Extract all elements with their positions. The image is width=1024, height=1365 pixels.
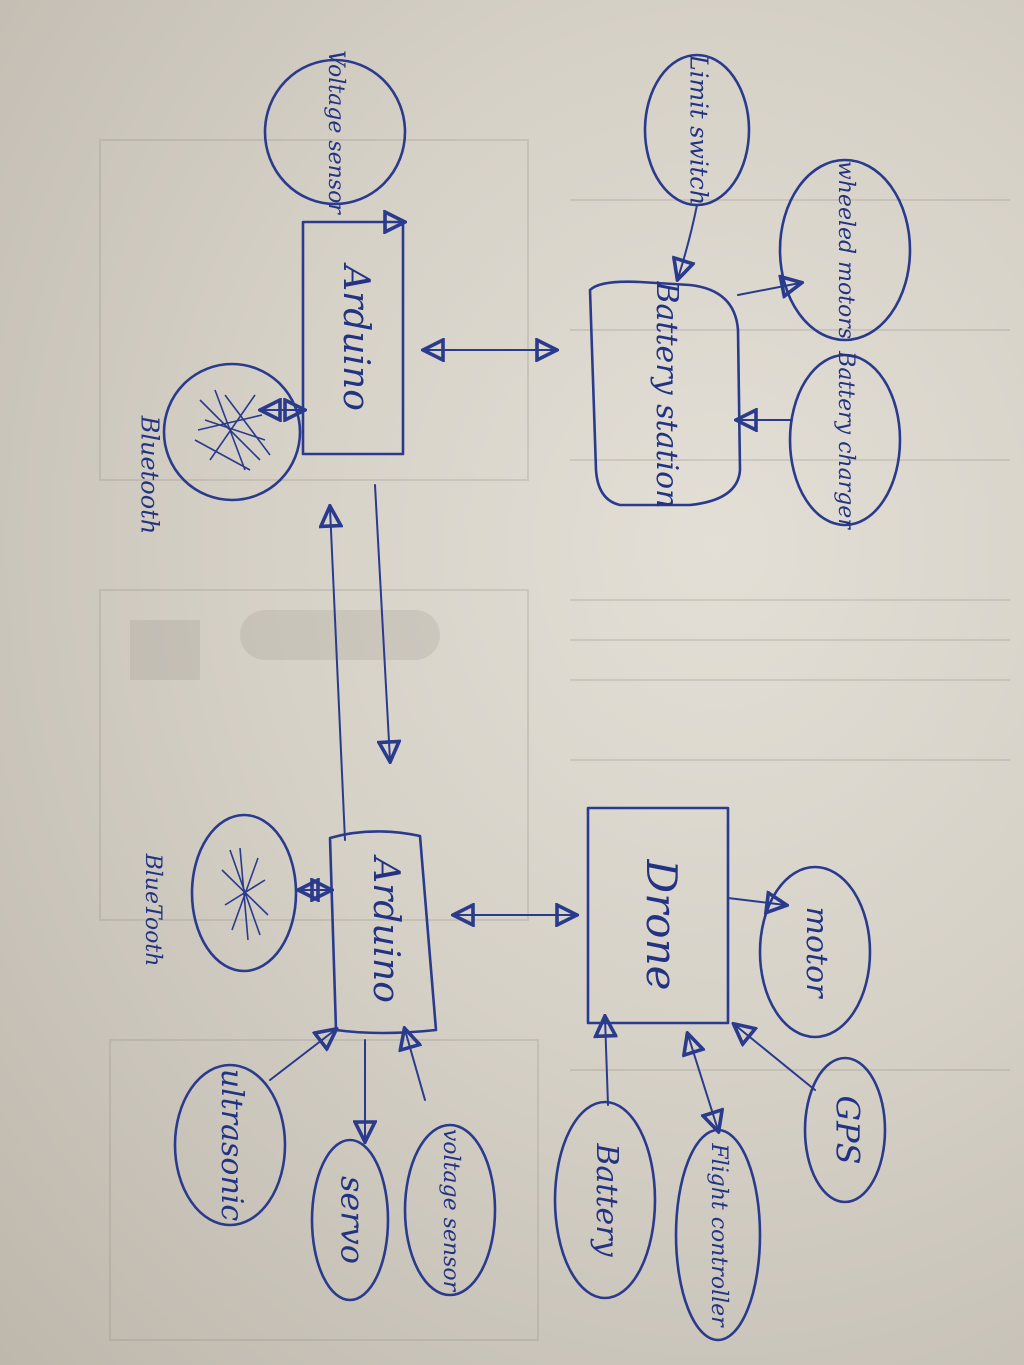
battery-station-label: Battery station bbox=[649, 281, 684, 509]
wheeled-motors-node: wheeled motors bbox=[778, 158, 912, 342]
motor-label: motor bbox=[799, 907, 834, 1000]
station-connections bbox=[262, 204, 800, 420]
station-arduino-label: Arduino bbox=[335, 262, 376, 411]
drone-arduino-node: Arduino bbox=[328, 830, 438, 1035]
flight-controller-node: Flight controller bbox=[674, 1128, 762, 1342]
gps-node: GPS bbox=[803, 1056, 887, 1204]
drone-connections bbox=[269, 890, 816, 1140]
voltage-sensor-node: Voltage sensor bbox=[263, 50, 407, 215]
battery-charger-node: Battery charger bbox=[788, 350, 902, 530]
station-bluetooth-label: Bluetooth bbox=[136, 415, 164, 535]
station-bluetooth-node: Bluetooth bbox=[136, 362, 302, 535]
motor-node: motor bbox=[758, 865, 872, 1039]
voltage-sensor-label: Voltage sensor bbox=[323, 50, 348, 215]
drone-voltage-sensor-node: voltage sensor bbox=[403, 1123, 497, 1297]
gps-label: GPS bbox=[829, 1095, 867, 1164]
drone-bluetooth-label: BlueTooth bbox=[140, 853, 165, 967]
limit-switch-label: Limit switch bbox=[685, 54, 713, 205]
wheeled-motors-label: wheeled motors bbox=[833, 161, 858, 339]
limit-switch-node: Limit switch bbox=[643, 53, 751, 207]
ultrasonic-label: ultrasonic bbox=[214, 1069, 249, 1222]
ultrasonic-node: ultrasonic bbox=[173, 1063, 287, 1227]
drone-voltage-sensor-label: voltage sensor bbox=[438, 1129, 463, 1293]
battery-charger-label: Battery charger bbox=[833, 350, 858, 530]
drone-battery-label: Battery bbox=[589, 1142, 624, 1257]
drone-arduino-label: Arduino bbox=[365, 854, 406, 1003]
flight-controller-label: Flight controller bbox=[706, 1142, 731, 1328]
drone-label: Drone bbox=[637, 859, 686, 991]
drone-battery-node: Battery bbox=[553, 1100, 657, 1300]
drone-bluetooth-node: BlueTooth bbox=[140, 813, 298, 973]
drone-node: Drone bbox=[586, 806, 730, 1025]
battery-station-node: Battery station bbox=[588, 280, 742, 509]
servo-node: servo bbox=[310, 1138, 390, 1302]
servo-label: servo bbox=[334, 1176, 372, 1264]
arduino-to-arduino-link bbox=[330, 484, 390, 841]
station-arduino-node: Arduino bbox=[301, 220, 405, 456]
